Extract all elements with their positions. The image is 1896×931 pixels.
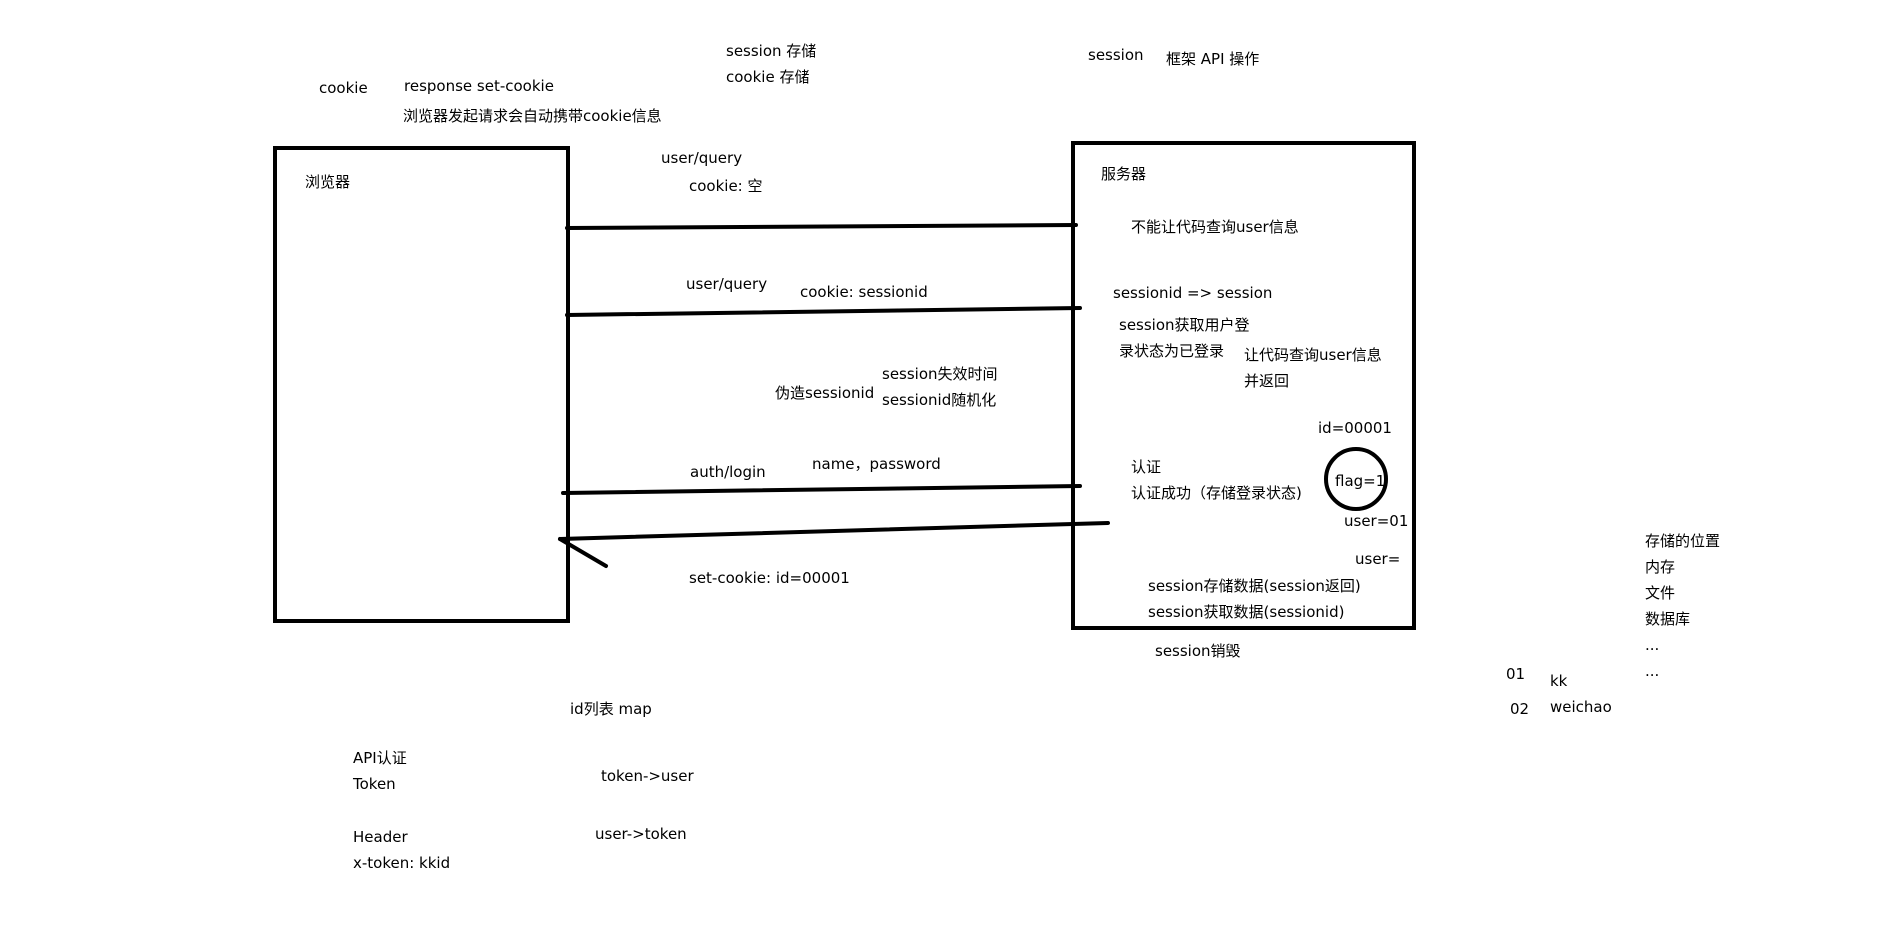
request1-path-label: user/query [661,149,743,167]
browser-auto-cookie-label: 浏览器发起请求会自动携带cookie信息 [403,107,662,125]
browser-title: 浏览器 [305,173,351,191]
sessionid-session-label: sessionid => session [1113,284,1273,302]
user-01-label: user=01 [1344,512,1409,530]
user-eq-label: user= [1355,550,1401,568]
request-line-2 [565,306,1082,317]
sessionid-random-label: sessionid随机化 [882,391,997,409]
id-list-map-label: id列表 map [570,700,652,718]
response-arrowhead [558,537,608,568]
storage-item-ellipsis-2: ... [1645,662,1660,680]
table-row-2-id: 02 [1510,700,1530,718]
x-token-label: x-token: kkid [353,854,451,872]
api-auth-label: API认证 [353,749,407,767]
login-path-label: auth/login [690,463,766,481]
session-store-label: session存储数据(session返回) [1148,577,1361,595]
let-query-line1: 让代码查询user信息 [1244,346,1382,364]
token-user-label: token->user [601,767,694,785]
request2-cookie-label: cookie: sessionid [800,283,928,301]
forge-sessionid-label: 伪造sessionid [775,384,875,402]
request2-path-label: user/query [686,275,768,293]
session-get-user-line2: 录状态为已登录 [1119,342,1225,360]
session-get-label: session获取数据(sessionid) [1148,603,1345,621]
auth-success-label: 认证成功（存储登录状态) [1131,484,1302,502]
request1-cookie-label: cookie: 空 [689,177,763,195]
session-expire-label: session失效时间 [882,365,998,383]
storage-item-database: 数据库 [1645,610,1691,628]
let-query-line2: 并返回 [1244,372,1290,390]
header-label: Header [353,828,408,846]
framework-api-label: 框架 API 操作 [1166,50,1260,68]
storage-title: 存储的位置 [1645,532,1721,550]
request-line-1 [565,223,1078,230]
response-set-cookie-label: response set-cookie [404,77,554,95]
user-token-label: user->token [595,825,687,843]
id-label: id=00001 [1318,419,1392,437]
storage-item-file: 文件 [1645,584,1676,602]
table-row-1-id: 01 [1506,665,1526,683]
cannot-query-label: 不能让代码查询user信息 [1131,218,1299,236]
response-line [558,521,1110,541]
cookie-label: cookie [319,79,368,97]
set-cookie-label: set-cookie: id=00001 [689,569,850,587]
auth-label: 认证 [1131,458,1162,476]
storage-item-ellipsis-1: ... [1645,636,1660,654]
table-row-2-name: weichao [1550,698,1612,716]
login-line [561,484,1082,495]
table-row-1-name: kk [1550,672,1568,690]
login-params-label: name，password [812,455,941,473]
browser-box [273,146,570,623]
token-label: Token [353,775,396,793]
server-title: 服务器 [1101,165,1147,183]
flag-label: flag=1 [1335,472,1386,490]
server-box [1071,141,1416,630]
storage-item-memory: 内存 [1645,558,1676,576]
session-destroy-label: session销毁 [1155,642,1241,660]
flag-circle [1324,447,1388,511]
session-label: session [1088,46,1144,64]
session-get-user-line1: session获取用户登 [1119,316,1250,334]
session-storage-label: session 存储 [726,42,817,60]
cookie-storage-label: cookie 存储 [726,68,810,86]
